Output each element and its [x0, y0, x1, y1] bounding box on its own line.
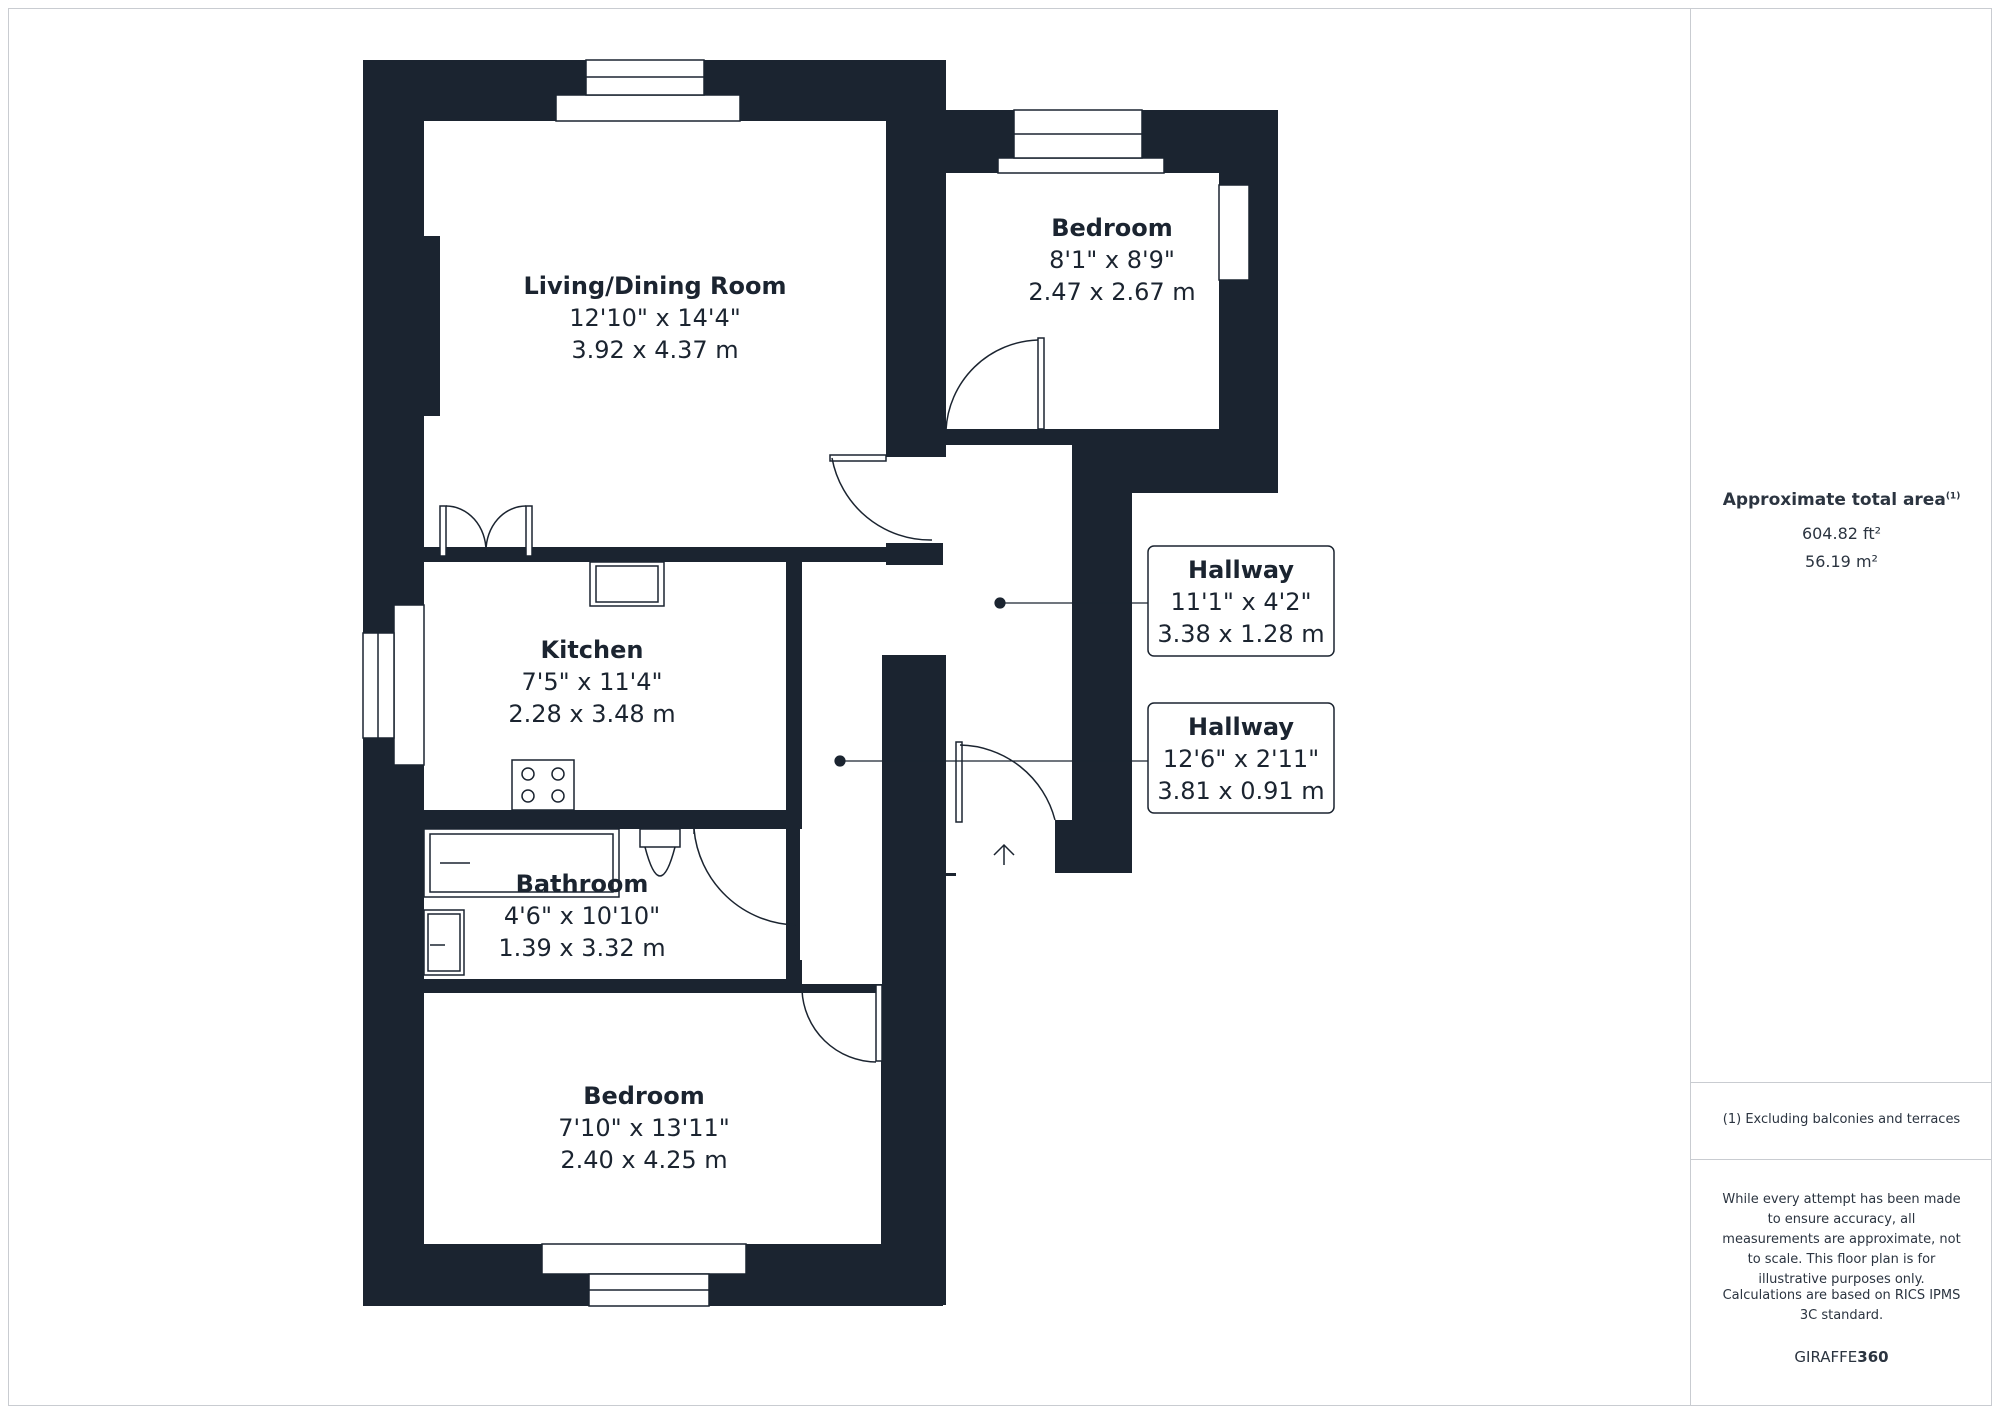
hallway2-name: Hallway — [1188, 713, 1294, 741]
kitchen-metric: 2.28 x 3.48 m — [508, 700, 675, 728]
kitchen-area — [424, 562, 786, 810]
fixtures — [423, 561, 681, 976]
entrance-arrow — [993, 843, 1015, 865]
living-room-imperial: 12'10" x 14'4" — [569, 304, 741, 332]
bedroom1-name: Bedroom — [1051, 214, 1173, 242]
hallway-walls — [882, 432, 1278, 1305]
hallway1-box — [1147, 545, 1335, 657]
page-frame — [8, 8, 1992, 1406]
hallway1-imperial: 11'1" x 4'2" — [1170, 588, 1311, 616]
floor-plan: Living/Dining Room 12'10" x 14'4" 3.92 x… — [362, 59, 1335, 1313]
calc-note: Calculations are based on RICS IPMS 3C s… — [1722, 1288, 1961, 1323]
bathroom-name: Bathroom — [516, 870, 649, 898]
area-title-row: Approximate total area(1) — [1701, 490, 1982, 510]
bathroom-imperial: 4'6" x 10'10" — [504, 902, 660, 930]
window-kitchen-left — [393, 604, 425, 766]
living-wall-inset — [424, 236, 440, 416]
brand-logo: GIRAFFE360 — [1701, 1348, 1982, 1366]
kitchen-hob — [511, 759, 575, 811]
divider-1 — [1691, 1082, 1992, 1083]
hallway1-metric: 3.38 x 1.28 m — [1157, 620, 1324, 648]
area-title: Approximate total area — [1722, 490, 1946, 510]
bedroom2-metric: 2.40 x 4.25 m — [560, 1146, 727, 1174]
hallway2-metric: 3.81 x 0.91 m — [1157, 777, 1324, 805]
bath-sink — [423, 909, 465, 976]
room-labels: Living/Dining Room 12'10" x 14'4" 3.92 x… — [498, 214, 1324, 1174]
window-living-top — [555, 94, 741, 122]
bedroom2-name: Bedroom — [583, 1082, 705, 1110]
brand-bold: 360 — [1857, 1348, 1889, 1366]
kitchen-sink — [589, 561, 665, 607]
footnote: (1) Excluding balconies and terraces — [1722, 1112, 1961, 1127]
window-bedroom-top — [997, 157, 1165, 174]
bedroom1-imperial: 8'1" x 8'9" — [1049, 246, 1175, 274]
bathroom-area — [424, 829, 786, 979]
bedroom-top-area — [945, 173, 1219, 429]
partitions — [424, 110, 1072, 993]
area-ft: 604.82 ft² — [1801, 524, 1882, 543]
bath-tub — [423, 828, 620, 898]
hallway2-imperial: 12'6" x 2'11" — [1163, 745, 1319, 773]
window-bedroom-right — [1218, 184, 1250, 281]
hallway-open — [800, 432, 1072, 984]
window-bedroom-bottom — [541, 1243, 747, 1275]
doors — [439, 337, 1056, 1063]
toilet — [639, 828, 681, 848]
brand-light: GIRAFFE — [1794, 1348, 1858, 1366]
kitchen-imperial: 7'5" x 11'4" — [521, 668, 662, 696]
hallway2-box — [1147, 702, 1335, 814]
bathroom-metric: 1.39 x 3.32 m — [498, 934, 665, 962]
divider-2 — [1691, 1159, 1992, 1160]
kitchen-name: Kitchen — [541, 636, 644, 664]
living-room-metric: 3.92 x 4.37 m — [571, 336, 738, 364]
disclaimer: While every attempt has been made to ens… — [1722, 1192, 1961, 1287]
info-sidebar: Approximate total area(1) 604.82 ft² 56.… — [1690, 8, 1992, 1406]
bedroom-bottom-area — [424, 993, 881, 1244]
area-m: 56.19 m² — [1805, 552, 1878, 571]
leaders — [834, 597, 1150, 767]
hallway1-name: Hallway — [1188, 556, 1294, 584]
exterior-cutouts — [943, 60, 1278, 1313]
bedroom2-imperial: 7'10" x 13'11" — [558, 1114, 730, 1142]
bedroom1-metric: 2.47 x 2.67 m — [1028, 278, 1195, 306]
living-room-name: Living/Dining Room — [524, 272, 787, 300]
area-footnote-mark: (1) — [1945, 491, 1961, 502]
